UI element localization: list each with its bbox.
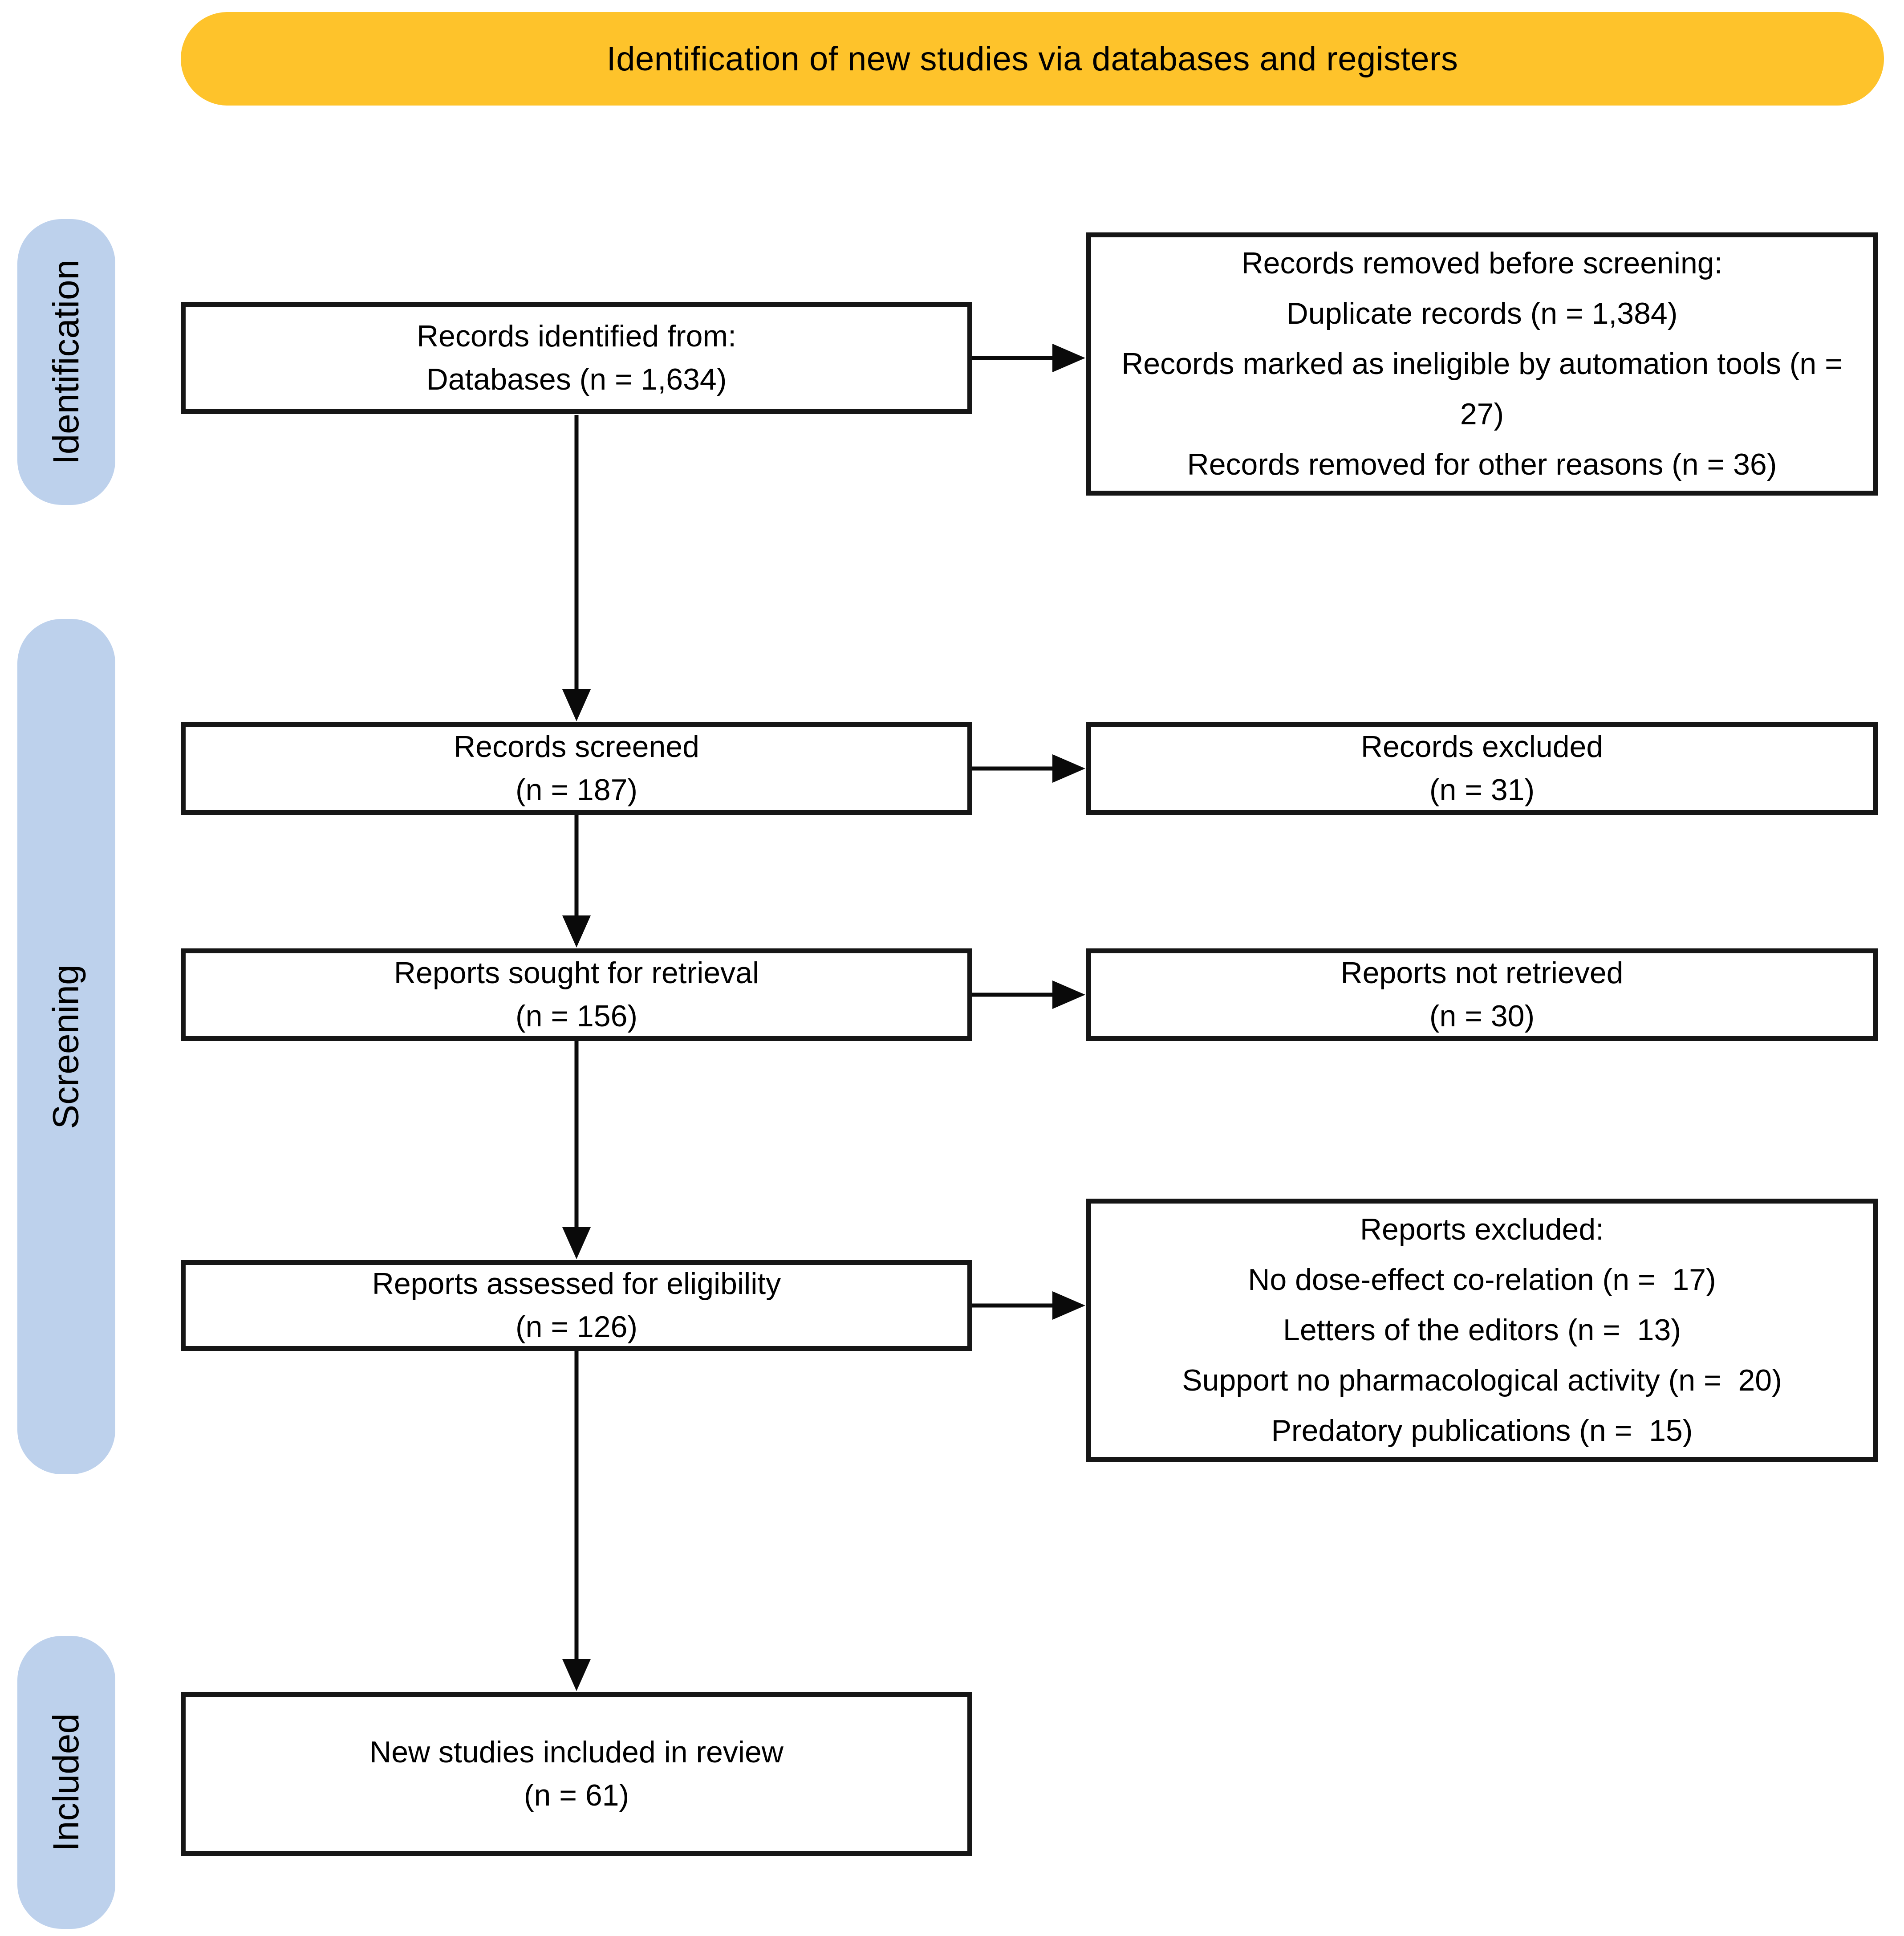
arrow-assessed-to-included	[562, 1350, 591, 1691]
arrow-screened-to-excluded	[972, 754, 1085, 783]
stage-label-screening-text: Screening	[46, 964, 86, 1129]
arrow-sought-to-not-retrieved	[972, 980, 1085, 1009]
box-line: Duplicate records (n = 1,384)	[1286, 297, 1678, 331]
box-line: Records marked as ineligible by automati…	[1121, 347, 1851, 431]
box-records-identified: Records identified from: Databases (n = …	[181, 302, 972, 414]
box-reports-assessed: Reports assessed for eligibility (n = 12…	[181, 1260, 972, 1351]
box-line: Reports sought for retrieval	[394, 956, 759, 990]
box-line: Records removed for other reasons (n = 3…	[1187, 447, 1777, 481]
box-line: Records identified from:	[416, 319, 737, 354]
box-line: Records excluded	[1360, 730, 1604, 764]
box-line: Databases (n = 1,634)	[426, 362, 727, 396]
box-line: Reports excluded:	[1360, 1212, 1604, 1247]
stage-label-screening: Screening	[17, 619, 115, 1474]
banner-label: Identification of new studies via databa…	[606, 40, 1458, 78]
box-line: New studies included in review	[369, 1735, 784, 1769]
top-banner: Identification of new studies via databa…	[181, 12, 1884, 106]
box-line: (n = 31)	[1429, 773, 1535, 807]
box-reports-sought: Reports sought for retrieval (n = 156)	[181, 948, 972, 1041]
stage-label-included: Included	[17, 1636, 115, 1929]
arrow-screened-to-sought	[562, 814, 591, 948]
box-line: Records removed before screening:	[1241, 246, 1723, 281]
box-records-excluded: Records excluded (n = 31)	[1086, 722, 1878, 815]
box-line: (n = 30)	[1429, 999, 1535, 1033]
arrow-assessed-to-reports-excluded	[972, 1291, 1085, 1320]
box-line: Predatory publications (n = 15)	[1271, 1413, 1693, 1448]
arrow-identified-to-removed	[972, 344, 1085, 372]
box-new-studies-included: New studies included in review (n = 61)	[181, 1692, 972, 1856]
box-line: (n = 187)	[515, 773, 638, 807]
box-reports-not-retrieved: Reports not retrieved (n = 30)	[1086, 948, 1878, 1041]
box-records-screened: Records screened (n = 187)	[181, 722, 972, 815]
box-reports-excluded: Reports excluded: No dose-effect co-rela…	[1086, 1199, 1878, 1462]
arrow-sought-to-assessed	[562, 1040, 591, 1259]
box-line: (n = 156)	[515, 999, 638, 1033]
stage-label-included-text: Included	[46, 1713, 86, 1852]
box-line: No dose-effect co-relation (n = 17)	[1248, 1263, 1716, 1297]
box-line: Reports assessed for eligibility	[372, 1267, 781, 1301]
arrow-identified-to-screened	[562, 415, 591, 721]
stage-label-identification-text: Identification	[46, 259, 87, 465]
stage-label-identification: Identification	[17, 219, 115, 505]
box-line: Records screened	[454, 730, 699, 764]
box-records-removed-before-screening: Records removed before screening: Duplic…	[1086, 232, 1878, 496]
box-line: Letters of the editors (n = 13)	[1283, 1313, 1681, 1347]
box-line: (n = 61)	[524, 1778, 629, 1812]
box-line: Support no pharmacological activity (n =…	[1182, 1363, 1782, 1397]
box-line: (n = 126)	[515, 1310, 638, 1344]
box-line: Reports not retrieved	[1340, 956, 1624, 990]
